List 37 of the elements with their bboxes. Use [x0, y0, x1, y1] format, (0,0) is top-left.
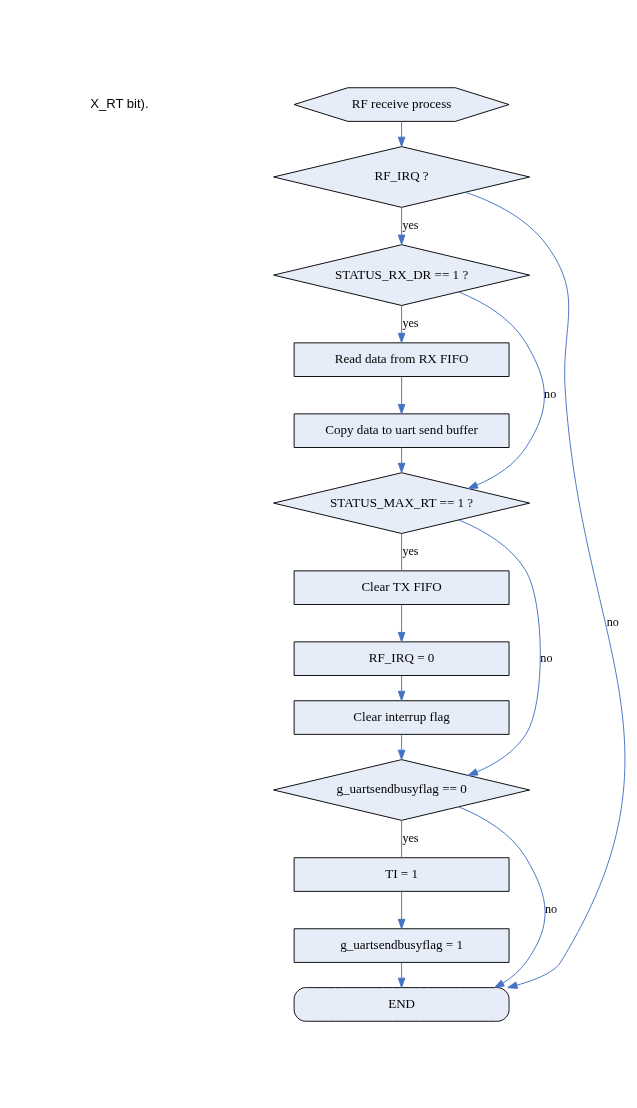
arrow	[458, 805, 546, 988]
arrow	[397, 120, 406, 147]
node-diamond: STATUS_MAX_RT == 1 ?	[273, 471, 531, 534]
node-box: Clear TX FIFO	[293, 569, 510, 605]
arrow	[397, 603, 406, 642]
arrow	[397, 206, 406, 245]
arrow	[397, 961, 406, 988]
arrow	[397, 375, 406, 414]
edge-label: yes	[402, 543, 419, 558]
arrow	[397, 304, 406, 343]
node-diamond: STATUS_RX_DR == 1 ?	[273, 243, 531, 306]
node-box: RF_IRQ = 0	[293, 640, 510, 676]
arrow	[397, 674, 406, 701]
arrow	[397, 890, 406, 929]
node-box: END	[293, 986, 510, 1022]
connector	[401, 819, 403, 858]
arrow	[465, 191, 626, 989]
node-box: Copy data to uart send buffer	[293, 412, 510, 448]
arrow	[397, 446, 406, 473]
arrow	[458, 291, 545, 489]
label: X_RT bit).	[90, 95, 149, 111]
edge-label: no	[545, 901, 558, 916]
node-box: Clear interrup flag	[293, 699, 510, 735]
connector	[401, 532, 403, 571]
edge-label: yes	[402, 315, 419, 330]
edge-label: no	[544, 386, 557, 401]
arrow	[458, 519, 541, 776]
edge-label: no	[606, 614, 619, 629]
node-box: TI = 1	[293, 856, 510, 892]
node-diamond: g_uartsendbusyflag == 0	[273, 758, 531, 821]
edge-label: yes	[402, 830, 419, 845]
node-box: Read data from RX FIFO	[293, 341, 510, 377]
node-box: g_uartsendbusyflag = 1	[293, 927, 510, 963]
edge-label: yes	[402, 217, 419, 232]
edge-label: no	[540, 650, 553, 665]
arrow	[397, 733, 406, 760]
node-diamond: RF_IRQ ?	[273, 145, 531, 208]
